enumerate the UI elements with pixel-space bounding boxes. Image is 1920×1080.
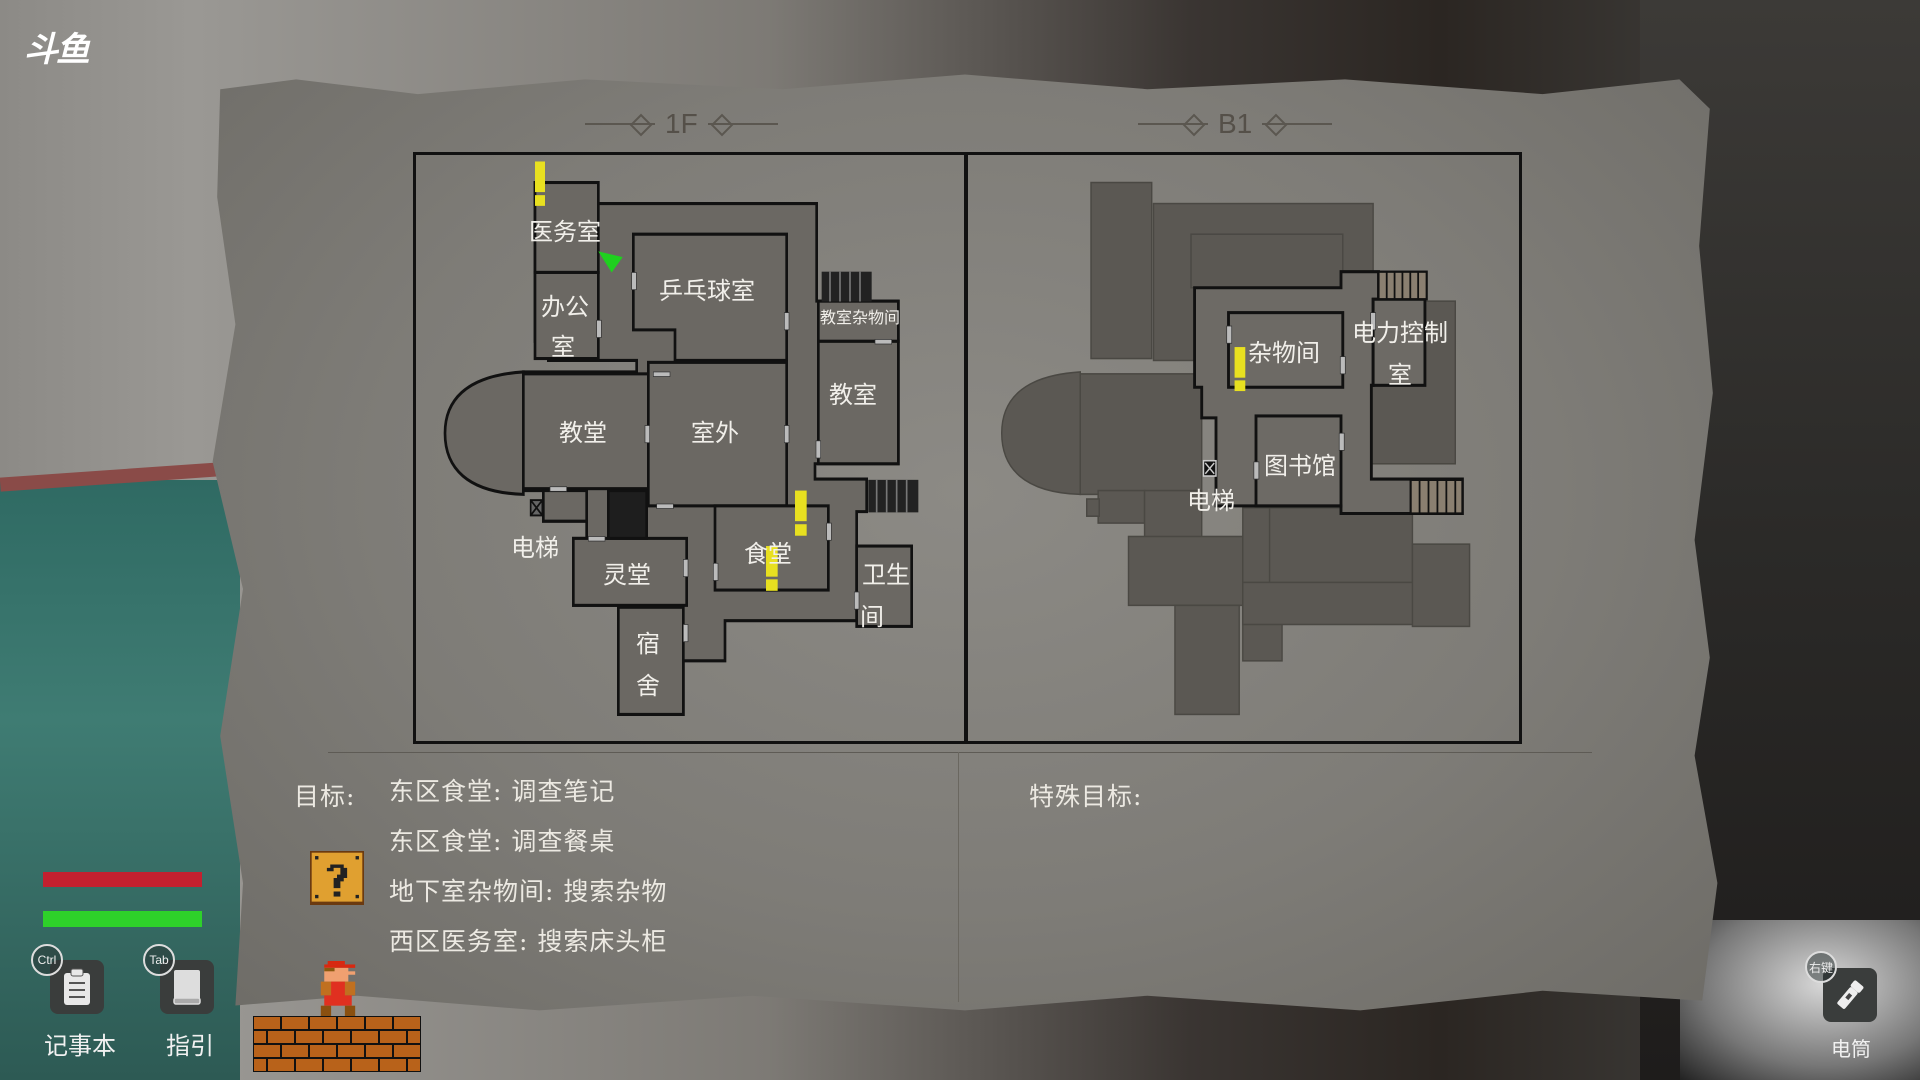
ornament [1262,123,1333,125]
room-restroom [855,544,913,628]
room-label: 舍 [636,672,660,700]
room-label: 灵堂 [603,561,651,589]
stamina-bar [43,911,202,927]
room-label: 食堂 [744,540,792,568]
room-infirmary [533,180,600,274]
room-label: 教室杂物间 [819,308,901,327]
ornament [585,123,655,125]
divider [328,752,1592,753]
background-floor [1680,920,1920,1080]
stairs-icon [1377,270,1464,515]
room-label: 室 [1388,361,1412,389]
room-classroom [816,339,900,466]
room-label: 办公 [541,293,589,321]
elevator-icon [529,499,544,517]
room-elevator-hall [542,489,588,523]
room-library [1254,414,1343,508]
player-arrow-icon [598,251,623,273]
objective-marker-icon[interactable] [1234,347,1246,392]
flashlight-icon [1837,980,1864,1009]
room-label: 医务室 [529,218,601,246]
room-label: 乒乓球室 [659,277,755,305]
room-label: 电梯 [1187,487,1235,515]
stairs-icon [821,271,919,513]
room-chapel-apse [443,370,525,496]
elevator-icon [1202,459,1217,477]
special-objectives-label: 特殊目标: [1029,782,1143,811]
map-divider [964,152,968,744]
map-b1[interactable] [966,150,1526,750]
question-block-icon [310,851,364,905]
floor-title-1f: 1F [585,108,778,140]
flashlight-label: 电筒 [1831,1037,1871,1061]
room-church [521,372,650,491]
objective-item: 东区食堂: 调查笔记 [389,777,616,806]
brick-block-icon [253,1016,421,1072]
room-label: 室外 [691,419,739,447]
room-pingpong [632,232,788,362]
room-office [533,270,600,361]
mario-sprite-icon [320,961,356,1016]
floor-title-b1: B1 [1138,108,1333,140]
room-label: 宿 [636,630,660,658]
room-outdoor [647,360,788,508]
room-label: 教室 [829,381,877,409]
room-label: 卫生 [862,561,910,589]
clipboard-icon [64,968,90,1005]
room-power-control [1371,297,1427,387]
floor-b1-label: B1 [1218,108,1253,139]
hotkey-right-click: 右键 [1805,951,1837,983]
stream-logo: 斗鱼 [24,31,90,69]
guide-label: 指引 [166,1032,214,1060]
room-label: 教堂 [559,419,607,447]
room-dark [607,489,648,540]
objective-marker-icon[interactable] [535,161,807,591]
room-label: 图书馆 [1264,452,1336,480]
notebook-label: 记事本 [44,1032,116,1060]
room-label: 电梯 [511,534,559,562]
ornament [1138,123,1208,125]
door-icons [549,272,892,643]
objective-item: 西区医务室: 搜索床头柜 [389,927,668,956]
health-bar [43,872,202,887]
door-icons [1226,312,1376,480]
room-label: 杂物间 [1248,339,1320,367]
hotkey-tab: Tab [143,944,175,976]
room-label: 室 [551,333,575,361]
ornament [707,123,778,125]
floor-1f-label: 1F [665,108,698,139]
divider [958,752,959,1002]
objective-item: 东区食堂: 调查餐桌 [389,827,616,856]
room-dormitory [616,605,685,716]
room-label: 间 [860,603,884,631]
hotkey-ctrl: Ctrl [31,944,63,976]
objective-item: 地下室杂物间: 搜索杂物 [389,877,668,906]
book-icon [173,970,201,1005]
objectives-label: 目标: [294,782,356,811]
room-storage [1227,311,1345,389]
room-label: 电力控制 [1352,319,1448,347]
map-1f[interactable] [410,150,930,750]
